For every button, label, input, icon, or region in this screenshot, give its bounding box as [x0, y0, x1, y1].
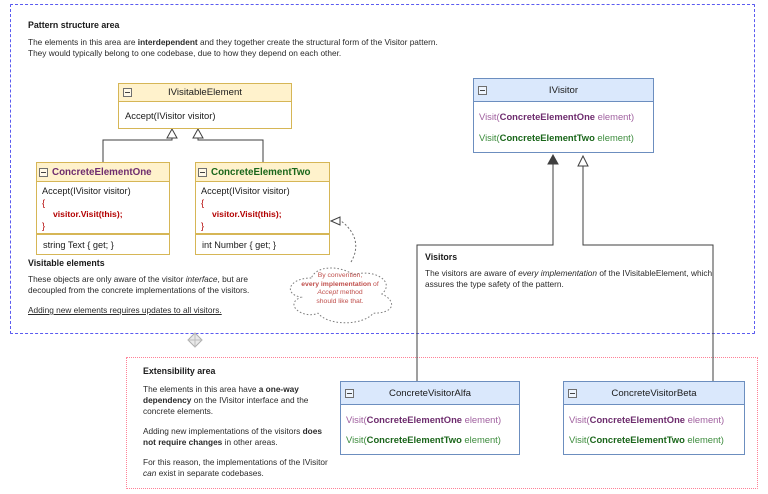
note-paragraph: Adding new implementations of the visito… — [143, 426, 322, 447]
cloud-line: should like that. — [316, 297, 364, 305]
ivisitable-element-header: IVisitableElement — [118, 83, 292, 102]
pattern-area-line2: They would typically belong to one codeb… — [28, 48, 342, 58]
diamond-ornament-icon — [187, 332, 203, 348]
ivisitable-element-body: Accept(IVisitor visitor) — [118, 102, 292, 129]
code-line: visitor.Visit(this); — [53, 209, 123, 219]
concrete-visitor-alfa-header: ConcreteVisitorAlfa — [340, 381, 520, 405]
pattern-area-description: The elements in this area are interdepen… — [28, 37, 588, 59]
ivisitor-class: IVisitor Visit(ConcreteElementOne elemen… — [473, 78, 654, 153]
method-label: Visit(ConcreteElementTwo element) — [346, 434, 501, 445]
code-line: { — [42, 197, 46, 208]
collapse-icon[interactable] — [568, 388, 577, 398]
concrete-visitor-alfa-body: Visit(ConcreteElementOne element) Visit(… — [340, 405, 520, 455]
concrete-element-one-class: ConcreteElementOne Accept(IVisitor visit… — [36, 162, 170, 255]
ivisitor-body: Visit(ConcreteElementOne element) Visit(… — [473, 102, 654, 153]
note-paragraph: The elements in this area have a one-way… — [143, 384, 309, 416]
ivisitor-header: IVisitor — [473, 78, 654, 102]
collapse-icon[interactable] — [39, 167, 48, 177]
cloud-callout-text: By convention, every implementation of A… — [291, 272, 389, 306]
class-title: IVisitor — [548, 84, 579, 96]
concrete-element-two-class: ConcreteElementTwo Accept(IVisitor visit… — [195, 162, 330, 255]
code-line: Accept(IVisitor visitor) — [201, 186, 290, 196]
class-title: ConcreteVisitorAlfa — [389, 387, 471, 399]
code-line: Accept(IVisitor visitor) — [42, 186, 131, 196]
note-heading: Visitors — [425, 252, 458, 262]
concrete-visitor-beta-header: ConcreteVisitorBeta — [563, 381, 745, 405]
code-line: visitor.Visit(this); — [212, 209, 282, 219]
visitors-note: Visitors The visitors are aware of every… — [425, 252, 713, 290]
concrete-visitor-beta-body: Visit(ConcreteElementOne element) Visit(… — [563, 405, 745, 455]
concrete-visitor-beta-class: ConcreteVisitorBeta Visit(ConcreteElemen… — [563, 381, 745, 455]
note-paragraph: These objects are only aware of the visi… — [28, 274, 250, 295]
concrete-visitor-alfa-class: ConcreteVisitorAlfa Visit(ConcreteElemen… — [340, 381, 520, 455]
method-label: Visit(ConcreteElementOne element) — [569, 414, 725, 425]
method-label: Visit(ConcreteElementTwo element) — [569, 434, 724, 445]
concrete-element-two-body: Accept(IVisitor visitor) { visitor.Visit… — [195, 182, 330, 234]
class-title: ConcreteVisitorBeta — [611, 387, 697, 399]
cloud-line: By convention, — [317, 272, 363, 279]
collapse-icon[interactable] — [478, 85, 487, 95]
method-label: Visit(ConcreteElementOne element) — [479, 111, 635, 123]
code-line: { — [201, 197, 205, 208]
class-title: IVisitableElement — [168, 87, 242, 98]
class-title: ConcreteElementTwo — [211, 166, 311, 178]
collapse-icon[interactable] — [123, 88, 132, 97]
cloud-line: every implementation of — [301, 280, 379, 288]
class-title: ConcreteElementOne — [52, 166, 152, 178]
method-label: Visit(ConcreteElementTwo element) — [479, 131, 634, 143]
code-line: } — [201, 220, 205, 231]
concrete-element-two-header: ConcreteElementTwo — [195, 162, 330, 182]
visitable-elements-note: Visitable elements These objects are onl… — [28, 258, 266, 316]
collapse-icon[interactable] — [198, 167, 207, 177]
note-heading: Visitable elements — [28, 258, 105, 268]
note-heading: Extensibility area — [143, 366, 216, 376]
note-paragraph: The visitors are aware of every implemen… — [425, 268, 713, 289]
pattern-area-title-text: Pattern structure area — [28, 20, 120, 30]
extensibility-note: Extensibility area The elements in this … — [143, 366, 331, 479]
code-line: } — [42, 220, 46, 231]
ivisitable-element-class: IVisitableElement Accept(IVisitor visito… — [118, 83, 292, 129]
property-label: string Text { get; } — [36, 234, 170, 255]
property-label: int Number { get; } — [195, 234, 330, 255]
pattern-structure-area — [10, 4, 755, 334]
collapse-icon[interactable] — [345, 388, 354, 398]
method-label: Visit(ConcreteElementOne element) — [346, 414, 502, 425]
note-paragraph: For this reason, the implementations of … — [143, 457, 328, 478]
pattern-area-line1: The elements in this area are interdepen… — [28, 37, 438, 47]
cloud-line: Accept method — [317, 289, 363, 297]
concrete-element-one-header: ConcreteElementOne — [36, 162, 170, 182]
note-warning: Adding new elements requires updates to … — [28, 305, 222, 315]
method-label: Accept(IVisitor visitor) — [125, 109, 216, 121]
pattern-area-title: Pattern structure area — [28, 15, 119, 33]
concrete-element-one-body: Accept(IVisitor visitor) { visitor.Visit… — [36, 182, 170, 234]
